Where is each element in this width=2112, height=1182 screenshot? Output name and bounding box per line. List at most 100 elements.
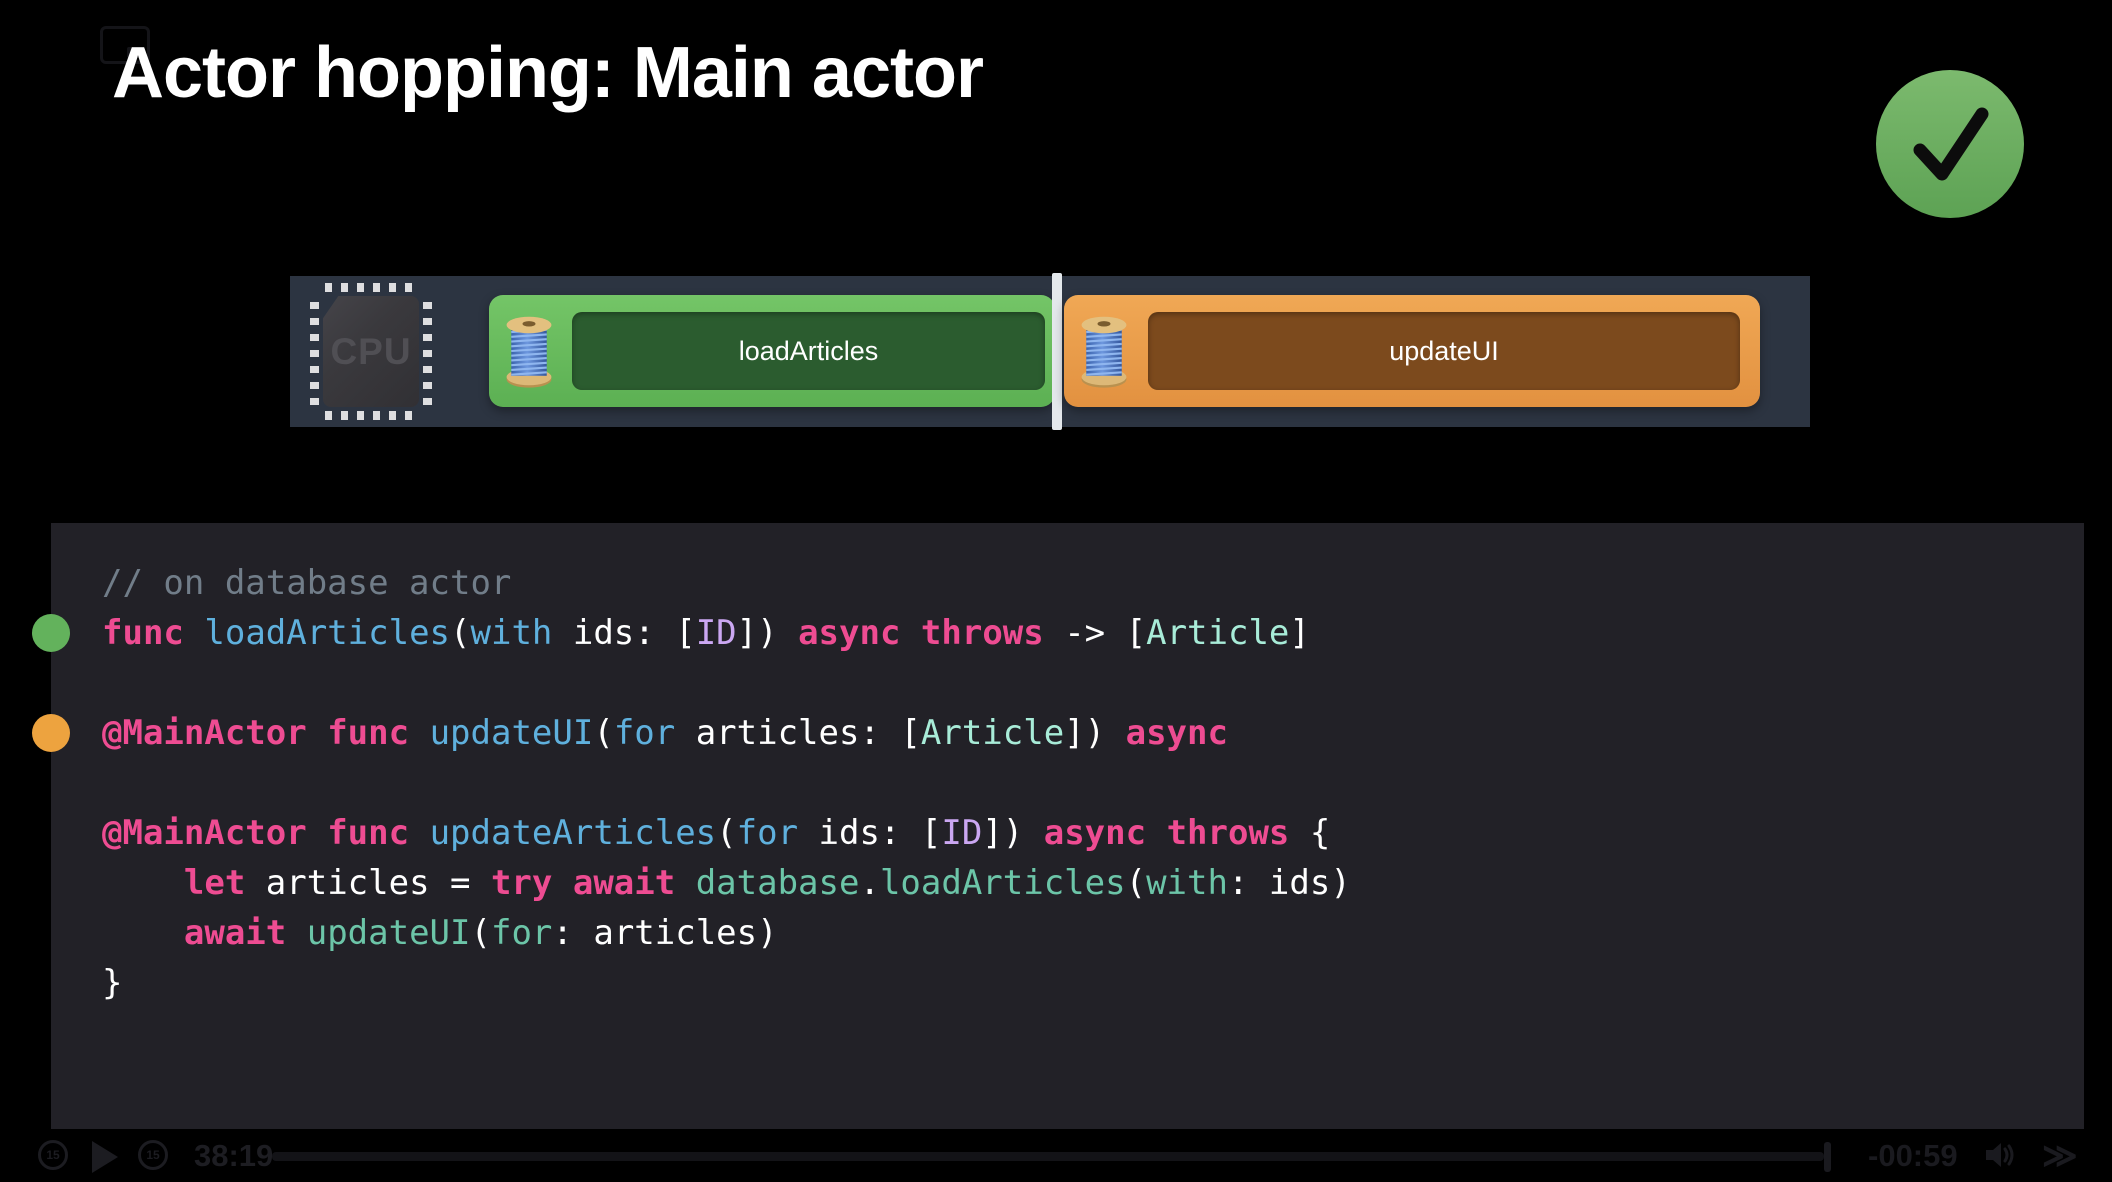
orange-actor-bullet bbox=[32, 714, 70, 752]
code-token-plain bbox=[102, 863, 184, 903]
code-token-purple: ID bbox=[941, 813, 983, 853]
code-line: let articles = try await database.loadAr… bbox=[102, 858, 2084, 908]
code-token-plain: ( bbox=[716, 813, 737, 853]
code-token-plain: ( bbox=[1125, 863, 1147, 903]
code-token-kw: await bbox=[183, 913, 287, 953]
code-token-plain: -> [ bbox=[1043, 613, 1147, 653]
code-token-mint: Article bbox=[920, 713, 1065, 753]
volume-icon[interactable] bbox=[1984, 1140, 2018, 1175]
code-token-plain bbox=[552, 863, 572, 903]
code-token-kw: func bbox=[327, 713, 410, 753]
lane-update-ui: updateUI bbox=[1064, 295, 1760, 407]
code-token-kw: @MainActor bbox=[102, 813, 307, 853]
code-token-plain: ids: [ bbox=[552, 613, 696, 653]
code-token-plain bbox=[307, 713, 327, 753]
cpu-pins bbox=[310, 298, 319, 405]
pip-inner-rect bbox=[127, 47, 144, 58]
code-token-call: for bbox=[490, 913, 553, 953]
green-actor-bullet bbox=[32, 614, 70, 652]
code-line: @MainActor func updateArticles(for ids: … bbox=[102, 808, 2084, 858]
code-token-kw: throws bbox=[920, 613, 1044, 653]
progress-bar[interactable] bbox=[272, 1152, 1824, 1161]
code-token-fn: with bbox=[470, 613, 553, 653]
thread-spool-icon bbox=[1080, 315, 1128, 389]
code-token-kw: try bbox=[490, 863, 553, 903]
code-token-kw: let bbox=[183, 863, 246, 903]
forward-15-icon[interactable]: 15 bbox=[138, 1140, 168, 1170]
cpu-pins bbox=[325, 283, 417, 292]
code-token-purple: ID bbox=[695, 613, 737, 653]
skip-icon[interactable]: ≫ bbox=[2042, 1137, 2078, 1175]
code-token-plain: } bbox=[102, 963, 123, 1003]
code-token-plain: ids: [ bbox=[798, 813, 942, 853]
code-token-kw: async bbox=[1043, 813, 1147, 853]
code-token-kw: await bbox=[572, 863, 676, 903]
code-token-plain: articles: [ bbox=[675, 713, 921, 753]
code-token-fn: loadArticles bbox=[204, 613, 451, 653]
code-token-call: loadArticles bbox=[879, 863, 1126, 903]
code-line: func loadArticles(with ids: [ID]) async … bbox=[32, 608, 2084, 658]
rewind-15-label: 15 bbox=[46, 1148, 60, 1162]
code-token-plain bbox=[102, 913, 184, 953]
code-token-plain: ( bbox=[593, 713, 614, 753]
forward-15-label: 15 bbox=[146, 1148, 160, 1162]
code-token-plain bbox=[184, 613, 204, 653]
code-token-kw: @MainActor bbox=[102, 713, 307, 753]
code-token-plain: ( bbox=[450, 613, 471, 653]
code-token-kw: func bbox=[102, 613, 184, 653]
code-token-kw: async bbox=[798, 613, 901, 653]
task-bar-update-ui: updateUI bbox=[1148, 312, 1740, 390]
code-token-mint: Article bbox=[1146, 613, 1290, 653]
code-token-plain bbox=[900, 613, 920, 653]
cpu-chip-body: CPU bbox=[323, 296, 419, 407]
code-token-plain bbox=[409, 713, 429, 753]
code-token-plain bbox=[675, 863, 695, 903]
code-token-plain: ( bbox=[470, 913, 491, 953]
code-token-plain: ]) bbox=[1064, 713, 1126, 753]
code-line: await updateUI(for: articles) bbox=[102, 908, 2084, 958]
cpu-pins bbox=[423, 298, 432, 405]
rewind-15-icon[interactable]: 15 bbox=[38, 1140, 68, 1170]
code-token-plain bbox=[1146, 813, 1166, 853]
code-token-plain: { bbox=[1289, 813, 1331, 853]
play-icon[interactable] bbox=[92, 1141, 118, 1173]
code-token-plain: . bbox=[859, 863, 880, 903]
code-token-kw: func bbox=[327, 813, 410, 853]
code-token-fn: updateArticles bbox=[429, 813, 717, 853]
cpu-pins bbox=[325, 411, 417, 420]
code-token-fn: for bbox=[736, 813, 799, 853]
picture-in-picture-icon[interactable] bbox=[100, 26, 150, 64]
code-token-plain bbox=[307, 813, 327, 853]
cpu-label: CPU bbox=[330, 330, 412, 372]
code-token-plain: ] bbox=[1289, 613, 1310, 653]
task-label: loadArticles bbox=[738, 335, 879, 366]
code-token-plain: : ids) bbox=[1227, 863, 1351, 903]
code-token-plain bbox=[409, 813, 429, 853]
actor-hop-divider bbox=[1052, 273, 1062, 430]
code-token-fn: updateUI bbox=[429, 713, 594, 753]
code-line bbox=[102, 658, 2084, 708]
page-title: Actor hopping: Main actor bbox=[112, 33, 984, 113]
code-line: } bbox=[102, 958, 2084, 1008]
code-token-plain bbox=[286, 913, 306, 953]
code-line: @MainActor func updateUI(for articles: [… bbox=[32, 708, 2084, 758]
playhead[interactable] bbox=[1824, 1142, 1831, 1172]
thread-spool-icon bbox=[505, 315, 553, 389]
code-token-fn: for bbox=[613, 713, 676, 753]
checkmark-circle-icon bbox=[1876, 70, 2024, 218]
remaining-time: -00:59 bbox=[1868, 1138, 1958, 1173]
code-line: // on database actor bbox=[102, 558, 2084, 608]
code-token-kw: throws bbox=[1166, 813, 1290, 853]
code-token-plain: : articles) bbox=[552, 913, 778, 953]
cpu-chip-icon: CPU bbox=[310, 283, 432, 420]
elapsed-time: 38:19 bbox=[194, 1138, 274, 1173]
task-bar-load-articles: loadArticles bbox=[572, 312, 1045, 390]
lane-load-articles: loadArticles bbox=[489, 295, 1055, 407]
code-line bbox=[102, 758, 2084, 808]
code-token-kw: async bbox=[1125, 713, 1228, 753]
video-player-controls: 15 15 38:19 -00:59 ≫ bbox=[0, 1136, 2112, 1182]
actor-timeline-strip: CPU loadArticles updateUI bbox=[290, 273, 1810, 430]
code-token-call: with bbox=[1146, 863, 1228, 903]
